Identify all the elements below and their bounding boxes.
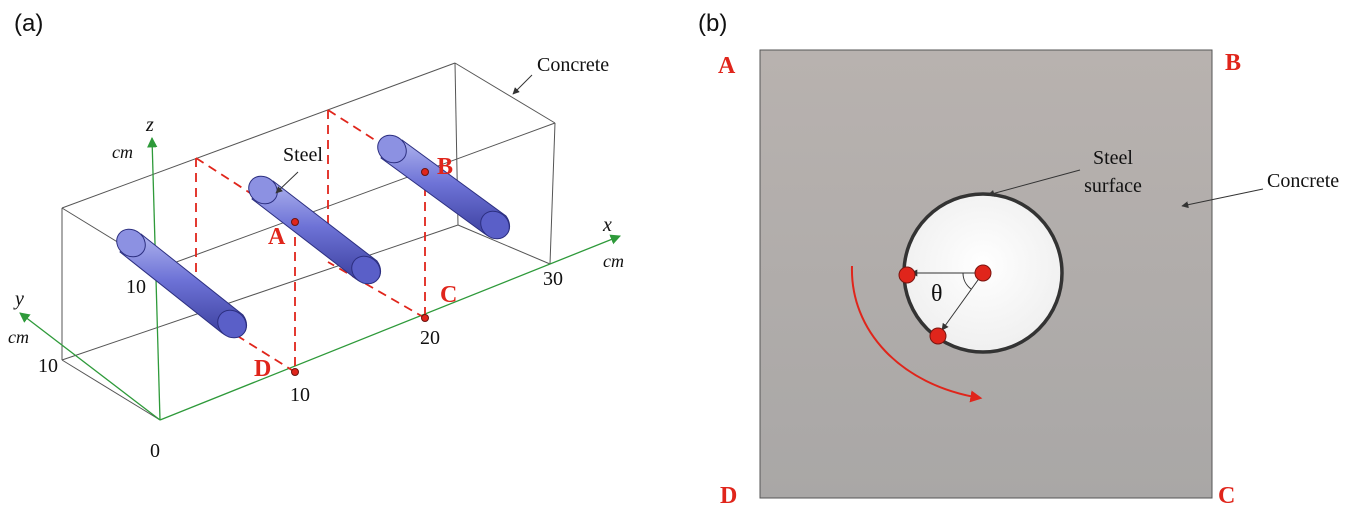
rebar-1 <box>116 228 248 339</box>
concrete-label-a: Concrete <box>537 54 610 76</box>
tick-z-10: 10 <box>126 276 146 298</box>
rotation-arrow <box>850 265 983 403</box>
rebar-3 <box>377 134 511 240</box>
coordinate-axes <box>19 136 621 421</box>
point-b-label: B <box>437 154 454 180</box>
point-c-label: C <box>440 282 458 308</box>
surface-point-1 <box>898 266 916 284</box>
point-c-marker <box>421 314 429 322</box>
concrete-pointer-b <box>1181 188 1264 209</box>
steel-pointer <box>275 171 299 194</box>
y-axis-label: y <box>15 288 24 310</box>
x-axis <box>159 234 621 421</box>
z-axis-label: z <box>146 114 154 136</box>
corner-a-label: A <box>718 53 736 79</box>
tick-x-10: 10 <box>290 384 310 406</box>
radius-line-angled <box>941 272 984 331</box>
steel-surface-pointer <box>987 169 1081 197</box>
panel-a-3d-model: (a) Concrete Steel z cm x cm y cm 0 10 2… <box>8 10 624 462</box>
rebar-2 <box>248 175 382 285</box>
center-point <box>974 264 992 282</box>
steel-surface-label-line2: surface <box>1084 175 1142 197</box>
corner-c-label: C <box>1218 483 1236 509</box>
point-d-marker <box>291 368 299 376</box>
y-axis <box>19 312 161 421</box>
panel-b-drawing <box>759 49 1264 499</box>
panel-a-drawing <box>19 62 621 421</box>
y-axis-unit: cm <box>8 327 29 347</box>
angle-arc <box>962 272 972 290</box>
point-d-label: D <box>254 356 272 382</box>
tick-x-20: 20 <box>420 327 440 349</box>
tick-x-30: 30 <box>543 268 563 290</box>
panel-b-label: (b) <box>698 10 728 37</box>
point-b-marker <box>421 168 429 176</box>
z-axis-unit: cm <box>112 142 133 162</box>
corner-b-label: B <box>1225 50 1242 76</box>
steel-surface-label-line1: Steel <box>1093 147 1133 169</box>
x-axis-label: x <box>603 214 612 236</box>
section-points <box>291 168 429 376</box>
point-a-marker <box>291 218 299 226</box>
concrete-label-b: Concrete <box>1267 170 1340 192</box>
concrete-pointer-a <box>512 74 533 95</box>
corner-d-label: D <box>720 483 738 509</box>
theta-label: θ <box>931 281 943 307</box>
steel-label: Steel <box>283 144 323 166</box>
panel-b-cross-section: (b) A B C D Steel surface Concrete θ <box>680 0 1358 515</box>
tick-origin: 0 <box>150 440 160 462</box>
surface-point-2 <box>929 327 947 345</box>
point-a-label: A <box>268 224 286 250</box>
concrete-box <box>61 62 556 421</box>
tick-y-10: 10 <box>38 355 58 377</box>
panel-a-label: (a) <box>14 10 44 37</box>
x-axis-unit: cm <box>603 251 624 271</box>
